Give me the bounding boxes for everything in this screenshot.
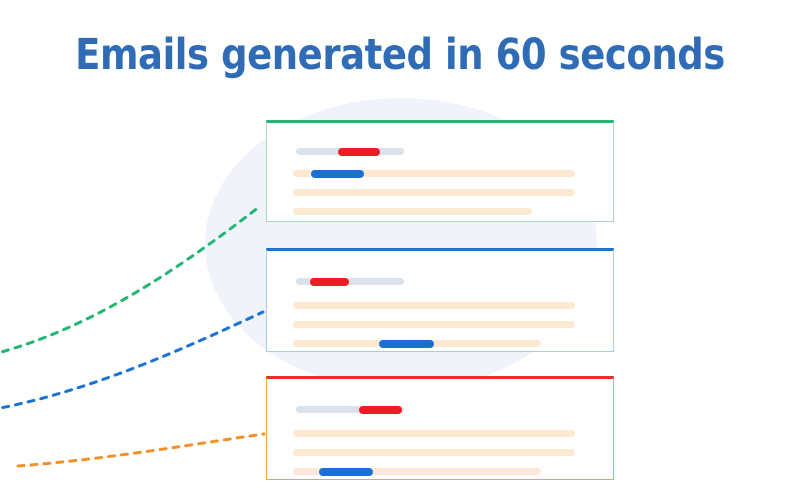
email-body-line-1 — [293, 430, 575, 437]
blue-dashed-connector — [0, 310, 265, 410]
orange-dashed-connector — [16, 432, 266, 468]
page-title: Emails generated in 60 seconds — [75, 30, 725, 80]
email-body-line-2 — [293, 189, 575, 196]
email-body-line-2 — [293, 449, 575, 456]
email-body-line-3-highlight — [319, 467, 373, 476]
email-card-2-rows — [267, 251, 613, 351]
email-subject-highlight — [310, 277, 349, 286]
email-subject-track — [296, 278, 404, 285]
email-body-line-1-highlight — [311, 169, 364, 178]
email-card-3-rows — [267, 379, 613, 479]
email-body-line-2 — [293, 321, 575, 328]
email-body-line-3 — [293, 468, 541, 475]
email-card-1[interactable] — [266, 120, 614, 222]
email-body-line-1 — [293, 302, 575, 309]
email-body-line-3-highlight — [379, 339, 434, 348]
email-body-line-3 — [293, 208, 532, 215]
email-card-2[interactable] — [266, 248, 614, 352]
email-card-3[interactable] — [266, 376, 614, 480]
email-subject-highlight — [338, 147, 380, 156]
email-subject-track — [296, 406, 404, 413]
email-card-1-rows — [267, 123, 613, 221]
email-subject-highlight — [359, 405, 402, 414]
email-body-line-1 — [293, 170, 575, 177]
